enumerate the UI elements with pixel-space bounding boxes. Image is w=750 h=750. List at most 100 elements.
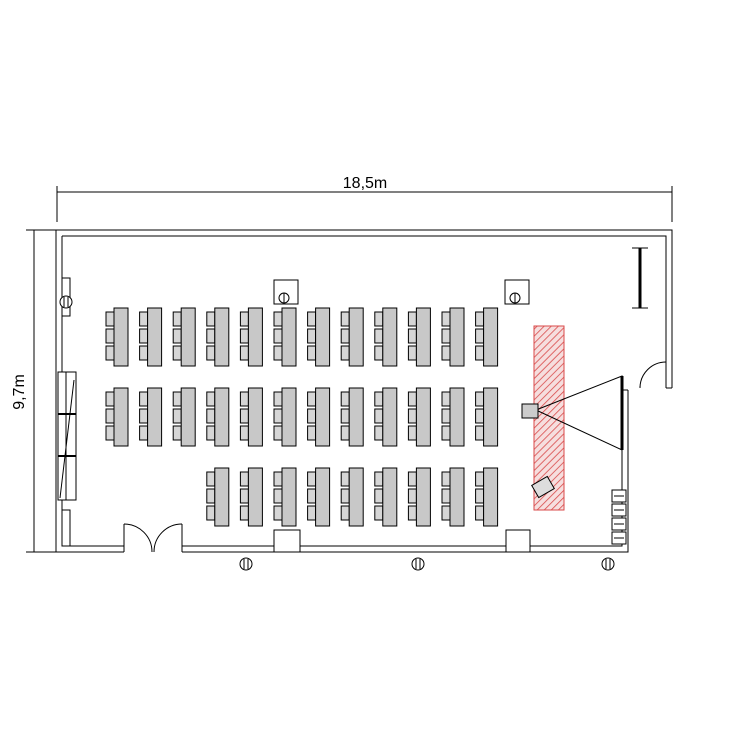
desk-group xyxy=(407,467,431,527)
chair xyxy=(105,311,115,327)
seating-area xyxy=(105,307,499,527)
chair xyxy=(307,391,317,407)
chair xyxy=(374,488,384,504)
desk xyxy=(281,467,297,527)
chair xyxy=(206,328,216,344)
chair xyxy=(105,425,115,441)
chair xyxy=(407,345,417,361)
chair xyxy=(273,328,283,344)
chair xyxy=(407,471,417,487)
desk-group xyxy=(441,307,465,367)
desk xyxy=(483,307,499,367)
desk-group xyxy=(475,387,499,447)
chair xyxy=(441,408,451,424)
chair xyxy=(139,328,149,344)
chair xyxy=(139,408,149,424)
chair xyxy=(441,505,451,521)
desk xyxy=(214,307,230,367)
chair xyxy=(307,488,317,504)
entrance-door-icon[interactable] xyxy=(123,523,183,553)
desk xyxy=(247,467,263,527)
chair xyxy=(475,311,485,327)
desk-group xyxy=(206,467,230,527)
chair xyxy=(441,328,451,344)
chair xyxy=(273,488,283,504)
chair xyxy=(206,345,216,361)
chair xyxy=(340,311,350,327)
desk xyxy=(415,307,431,367)
desk xyxy=(180,307,196,367)
chair xyxy=(139,425,149,441)
chair xyxy=(206,425,216,441)
chair xyxy=(273,471,283,487)
chair xyxy=(340,391,350,407)
chair xyxy=(340,488,350,504)
chair xyxy=(374,505,384,521)
desk-group xyxy=(139,387,163,447)
pillar-bottom-1 xyxy=(273,529,301,553)
chair xyxy=(239,328,249,344)
desk xyxy=(483,467,499,527)
desk-group xyxy=(206,387,230,447)
outlet-icon xyxy=(239,557,253,571)
chair xyxy=(307,345,317,361)
chair xyxy=(475,408,485,424)
desk-group xyxy=(239,307,263,367)
chair xyxy=(239,471,249,487)
chair xyxy=(239,505,249,521)
desk xyxy=(247,307,263,367)
chair xyxy=(239,408,249,424)
desk-group xyxy=(105,387,129,447)
chair xyxy=(206,391,216,407)
desk xyxy=(147,307,163,367)
speaker-icon xyxy=(504,279,530,305)
height-dimension: 9,7m xyxy=(11,229,58,553)
chair xyxy=(206,311,216,327)
desk-group xyxy=(374,387,398,447)
desk xyxy=(315,387,331,447)
desk xyxy=(315,467,331,527)
desk-group xyxy=(374,467,398,527)
chair xyxy=(239,311,249,327)
desk xyxy=(214,467,230,527)
chair xyxy=(172,391,182,407)
desk-group xyxy=(374,307,398,367)
chair xyxy=(307,328,317,344)
desk xyxy=(281,307,297,367)
chair xyxy=(273,311,283,327)
chair xyxy=(139,345,149,361)
desk-group xyxy=(105,307,129,367)
equipment-rack-icon xyxy=(611,489,627,545)
chair xyxy=(374,408,384,424)
chair xyxy=(441,471,451,487)
desk xyxy=(382,467,398,527)
desk xyxy=(348,307,364,367)
chair xyxy=(105,408,115,424)
desk xyxy=(415,467,431,527)
chair xyxy=(172,311,182,327)
chair xyxy=(441,488,451,504)
desk xyxy=(449,467,465,527)
chair xyxy=(307,471,317,487)
lectern-icon xyxy=(531,475,555,499)
chair xyxy=(374,328,384,344)
chair xyxy=(239,425,249,441)
chair xyxy=(340,345,350,361)
desk xyxy=(449,387,465,447)
side-door-icon[interactable] xyxy=(639,361,667,389)
speaker-icon xyxy=(273,279,299,305)
chair xyxy=(441,311,451,327)
chair xyxy=(307,505,317,521)
desk-group xyxy=(172,387,196,447)
outlet-icon xyxy=(411,557,425,571)
desk-group xyxy=(340,387,364,447)
chair xyxy=(374,471,384,487)
desk xyxy=(415,387,431,447)
chair xyxy=(407,425,417,441)
screen-icon xyxy=(632,247,648,309)
chair xyxy=(374,345,384,361)
desk-group xyxy=(172,307,196,367)
desk xyxy=(348,467,364,527)
desk xyxy=(382,307,398,367)
